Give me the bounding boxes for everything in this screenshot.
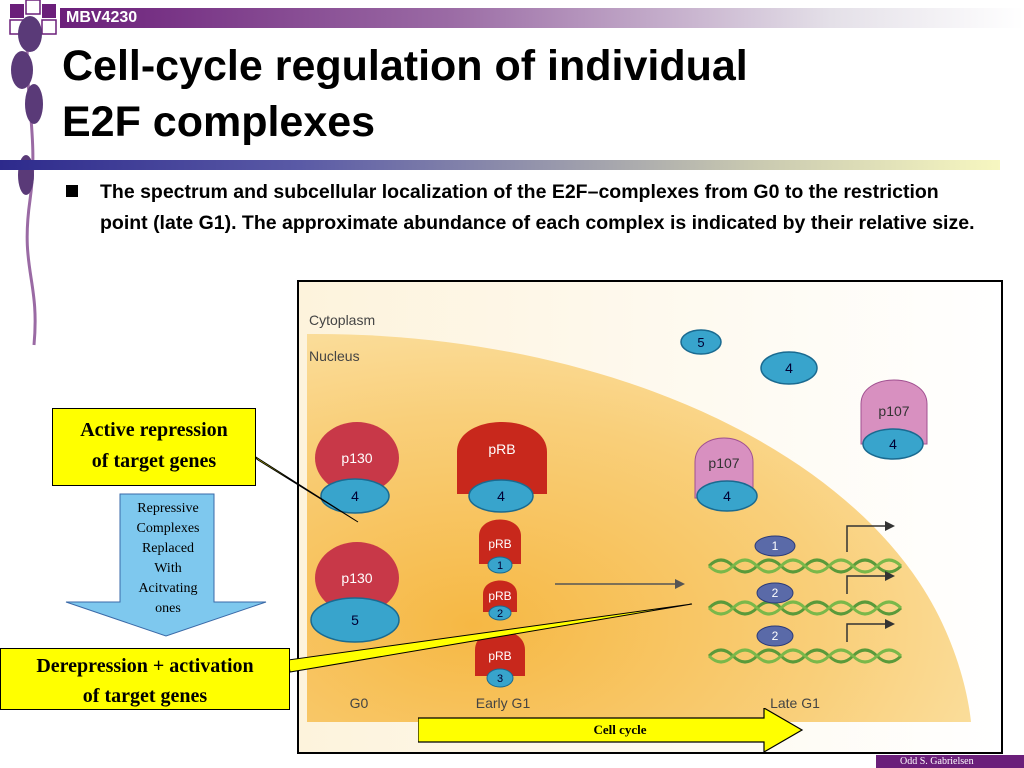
course-code: MBV4230	[66, 9, 138, 26]
e2f4-label: 4	[723, 488, 731, 504]
phase-late-g1-label: Late G1	[770, 695, 820, 711]
bullet-text: The spectrum and subcellular localizatio…	[100, 181, 975, 234]
nucleus-label: Nucleus	[309, 348, 360, 364]
prb-e2f3-complex: pRB 3	[475, 630, 525, 688]
active-line-1: Active repression	[80, 419, 228, 441]
title-line-2: E2F complexes	[62, 98, 376, 146]
e2f4-cytoplasm: 4	[760, 351, 818, 385]
derepression-pointer	[287, 603, 693, 673]
derep-line-1: Derepression + activation	[36, 655, 254, 677]
e2f4-label: 4	[785, 360, 793, 376]
p130-label: p130	[341, 450, 372, 466]
p107-e2f4-nuclear-complex: p107 4	[694, 437, 758, 512]
cell-cycle-label: Cell cycle	[593, 722, 647, 737]
derep-line-2: of target genes	[82, 685, 208, 707]
title-divider	[0, 160, 1000, 170]
e2f5-label: 5	[697, 335, 704, 350]
down-arrow-icon	[65, 493, 267, 637]
arrow-text-line: Repressive	[137, 501, 199, 516]
dna-helix-1: 1	[707, 521, 903, 574]
e2f2-label: 2	[772, 586, 779, 600]
active-repression-callout: Active repression of target genes	[52, 408, 256, 486]
e2f4-label: 4	[351, 488, 359, 504]
e2f-figure: Cytoplasm Nucleus p130 4 p130 5 pRB 4 pR…	[297, 280, 1003, 754]
arrow-text-line: Acitvating	[138, 581, 198, 596]
prb-e2f1-complex: pRB 1	[479, 519, 521, 574]
arrow-text-line: ones	[155, 601, 181, 616]
e2f1-label: 1	[772, 539, 779, 553]
dna-helix-2: 2	[707, 571, 903, 616]
e2f5-label: 5	[351, 612, 359, 628]
footer-author: Odd S. Gabrielsen	[900, 756, 974, 767]
p130-e2f5-complex: p130 5	[310, 542, 400, 643]
e2f3-label: 3	[497, 673, 503, 685]
derepression-callout: Derepression + activation of target gene…	[0, 648, 290, 710]
cell-cycle-arrow-icon	[418, 708, 804, 752]
phase-g0-label: G0	[350, 695, 369, 711]
arrow-text-line: With	[154, 561, 182, 576]
p130-label: p130	[341, 570, 372, 586]
e2f5-cytoplasm: 5	[680, 329, 722, 355]
e2f2-label: 2	[497, 608, 503, 620]
decorative-ornament	[9, 0, 57, 346]
header-bar	[60, 8, 1024, 28]
p107-label: p107	[708, 455, 739, 471]
p107-label: p107	[878, 403, 909, 419]
e2f-diagram: Cytoplasm Nucleus p130 4 p130 5 pRB 4 pR…	[299, 282, 1001, 752]
e2f1-label: 1	[497, 560, 503, 572]
e2f4-label: 4	[889, 436, 897, 452]
active-line-2: of target genes	[91, 450, 217, 472]
e2f2-label: 2	[772, 629, 779, 643]
prb-label: pRB	[488, 589, 511, 603]
prb-e2f2-complex: pRB 2	[483, 580, 517, 621]
dna-helix-3: 2	[707, 619, 903, 664]
p107-e2f4-cytoplasm-complex: p107 4	[860, 379, 928, 460]
arrow-caption: Repressive Complexes Replaced With Acitv…	[116, 499, 220, 619]
active-repression-pointer	[247, 451, 359, 523]
prb-e2f4-complex: pRB 4	[457, 422, 547, 513]
p130-e2f4-complex: p130 4	[315, 422, 399, 514]
prb-label: pRB	[488, 537, 511, 551]
bullet-square-icon	[66, 185, 78, 197]
cytoplasm-label: Cytoplasm	[309, 312, 375, 328]
arrow-text-line: Replaced	[141, 541, 195, 556]
title-line-1: Cell-cycle regulation of individual	[62, 42, 748, 90]
e2f4-label: 4	[497, 488, 505, 504]
slide-title: Cell-cycle regulation of individual E2F …	[62, 38, 962, 150]
prb-label: pRB	[488, 649, 511, 663]
phase-early-g1-label: Early G1	[476, 695, 531, 711]
arrow-text-line: Complexes	[136, 521, 200, 536]
prb-label: pRB	[488, 441, 515, 457]
footer-bar	[876, 755, 1024, 768]
